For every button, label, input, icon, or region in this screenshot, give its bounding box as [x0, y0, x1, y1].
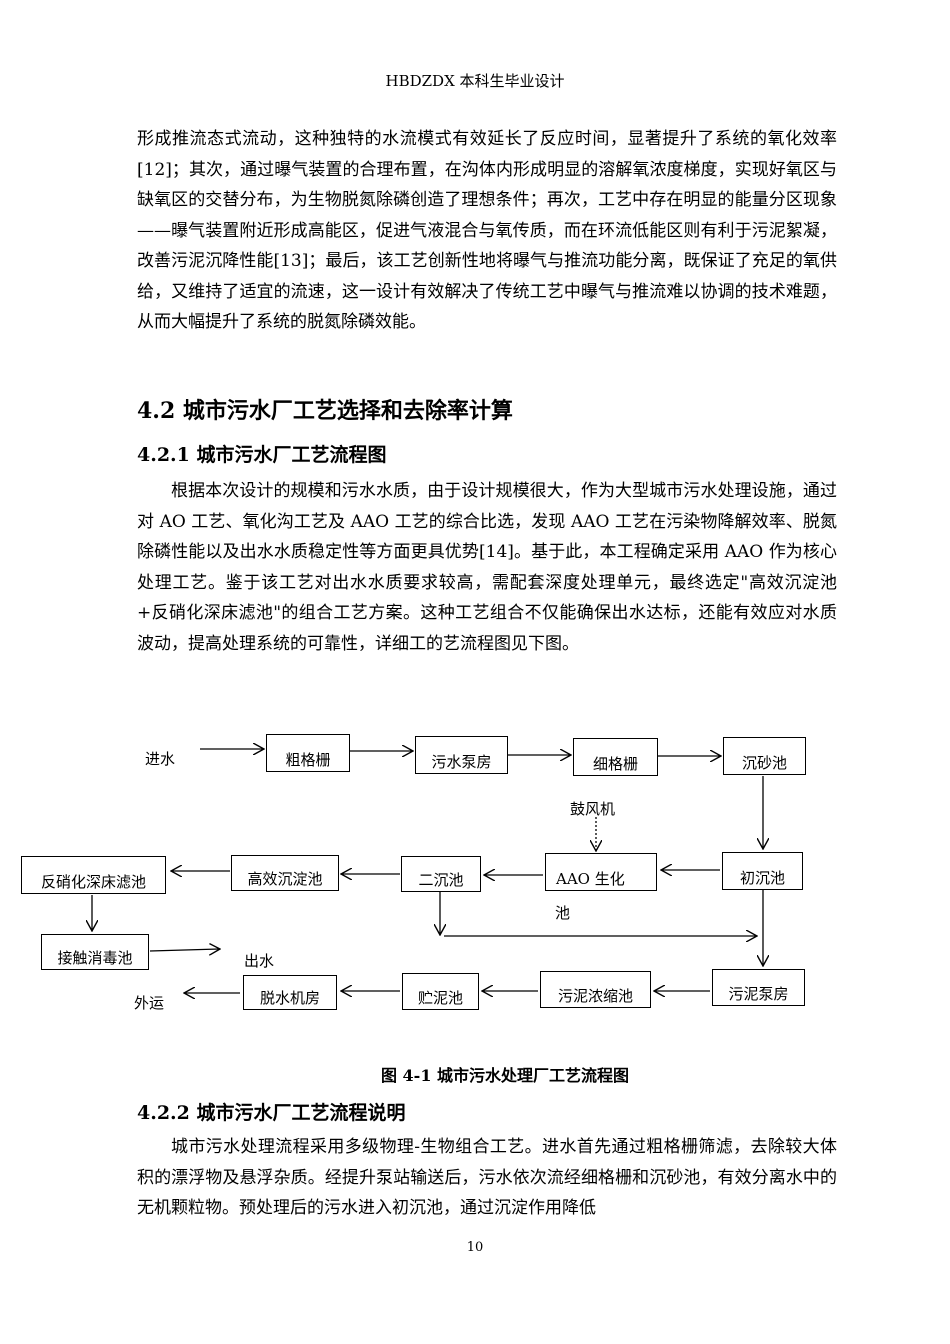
inlet-label: 进水 — [145, 750, 176, 768]
body-paragraph-top: 形成推流态式流动，这种独特的水流模式有效延长了反应时间，显著提升了系统的氧化效率… — [137, 129, 837, 332]
aao-bioreactor-label-line2: 池 — [555, 904, 571, 922]
outlet-label: 出水 — [244, 952, 275, 970]
fine-screen-box: 细格栅 — [573, 738, 658, 776]
grit-chamber-box: 沉砂池 — [723, 737, 806, 775]
subsection-title-description: 4.2.2 城市污水厂工艺流程说明 — [137, 1102, 406, 1124]
body-paragraph-bottom: 城市污水处理流程采用多级物理-生物组合工艺。进水首先通过粗格栅筛滤，去除较大体积… — [137, 1137, 837, 1218]
blower-label: 鼓风机 — [570, 800, 616, 818]
sludge-storage-box: 贮泥池 — [402, 973, 479, 1010]
body-paragraph-mid: 根据本次设计的规模和污水水质，由于设计规模很大，作为大型城市污水处理设施，通过对… — [137, 481, 837, 654]
coarse-screen-box: 粗格栅 — [266, 734, 350, 772]
subsection-title-flowchart: 4.2.1 城市污水厂工艺流程图 — [137, 444, 387, 466]
figure-caption: 图 4-1 城市污水处理厂工艺流程图 — [380, 1066, 630, 1085]
haul-away-label: 外运 — [134, 994, 165, 1012]
page-number: 10 — [466, 1240, 484, 1255]
sludge-thickener-box: 污泥浓缩池 — [540, 971, 651, 1008]
sludge-pump-box: 污泥泵房 — [712, 969, 805, 1006]
high-efficiency-sedimentation-box: 高效沉淀池 — [231, 855, 339, 891]
pump-house-box: 污水泵房 — [415, 736, 508, 774]
aao-bioreactor-box: AAO 生化 — [545, 853, 657, 891]
page-header: HBDZDX 本科生毕业设计 — [385, 72, 565, 90]
section-title: 4.2 城市污水厂工艺选择和去除率计算 — [137, 398, 513, 424]
denitrification-filter-box: 反硝化深床滤池 — [21, 856, 166, 894]
contact-disinfection-box: 接触消毒池 — [41, 934, 149, 970]
primary-clarifier-box: 初沉池 — [722, 852, 803, 890]
dewatering-room-box: 脱水机房 — [243, 975, 337, 1010]
secondary-clarifier-box: 二沉池 — [401, 856, 481, 892]
